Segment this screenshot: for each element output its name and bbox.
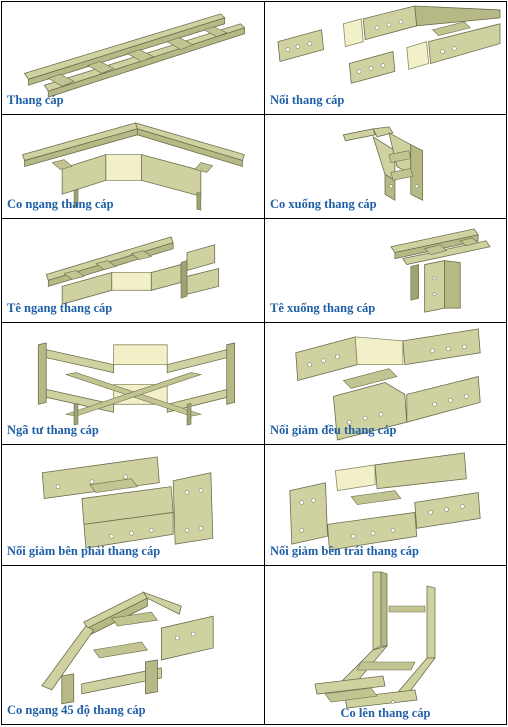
straight-ladder-illustration bbox=[23, 13, 246, 98]
cell-co-len: Co lên thang cáp bbox=[265, 566, 506, 724]
label-co-xuong: Co xuống thang cáp bbox=[270, 197, 377, 211]
label-co-ngang: Co ngang thang cáp bbox=[7, 197, 114, 211]
label-te-xuong: Tê xuống thang cáp bbox=[270, 301, 376, 315]
right-reducer-illustration bbox=[41, 456, 214, 549]
label-noi-thang-cap: Nối thang cáp bbox=[270, 93, 345, 107]
cell-thang-cap: Thang cáp bbox=[2, 2, 265, 115]
cell-noi-giam-ben-phai: Nối giảm bên phải thang cáp bbox=[2, 445, 265, 566]
cell-co-ngang-45: Co ngang 45 độ thang cáp bbox=[2, 566, 265, 724]
label-noi-giam-ben-phai: Nối giảm bên phải thang cáp bbox=[7, 544, 161, 558]
cell-te-ngang: Tê ngang thang cáp bbox=[2, 219, 265, 323]
label-te-ngang: Tê ngang thang cáp bbox=[7, 301, 113, 315]
downward-tee-illustration bbox=[390, 228, 491, 313]
horizontal-tee-illustration bbox=[45, 236, 220, 305]
label-thang-cap: Thang cáp bbox=[7, 93, 64, 107]
cell-noi-thang-cap: Nối thang cáp bbox=[265, 2, 506, 115]
cross-illustration bbox=[37, 342, 236, 426]
downward-elbow-illustration bbox=[342, 126, 424, 201]
cell-co-ngang: Co ngang thang cáp bbox=[2, 115, 265, 219]
cell-noi-giam-ben-trai: Nối giảm bên trái thang cáp bbox=[265, 445, 506, 566]
cell-te-xuong: Tê xuống thang cáp bbox=[265, 219, 506, 323]
label-noi-giam-deu: Nối giảm đều thang cáp bbox=[270, 423, 397, 437]
cell-nga-tu: Ngã tư thang cáp bbox=[2, 323, 265, 445]
ladder-splice-illustration bbox=[277, 5, 501, 84]
left-reducer-illustration bbox=[289, 452, 481, 551]
label-co-ngang-45: Co ngang 45 độ thang cáp bbox=[7, 703, 146, 717]
label-noi-giam-ben-trai: Nối giảm bên trái thang cáp bbox=[270, 544, 419, 558]
concentric-reducer-illustration bbox=[295, 328, 481, 441]
cell-noi-giam-deu: Nối giảm đều thang cáp bbox=[265, 323, 506, 445]
label-co-len: Co lên thang cáp bbox=[340, 706, 431, 720]
upward-elbow-illustration bbox=[314, 571, 436, 709]
label-nga-tu: Ngã tư thang cáp bbox=[7, 423, 99, 437]
45-degree-elbow-illustration bbox=[41, 591, 214, 705]
cell-co-xuong: Co xuống thang cáp bbox=[265, 115, 506, 219]
horizontal-elbow-illustration bbox=[22, 122, 245, 211]
